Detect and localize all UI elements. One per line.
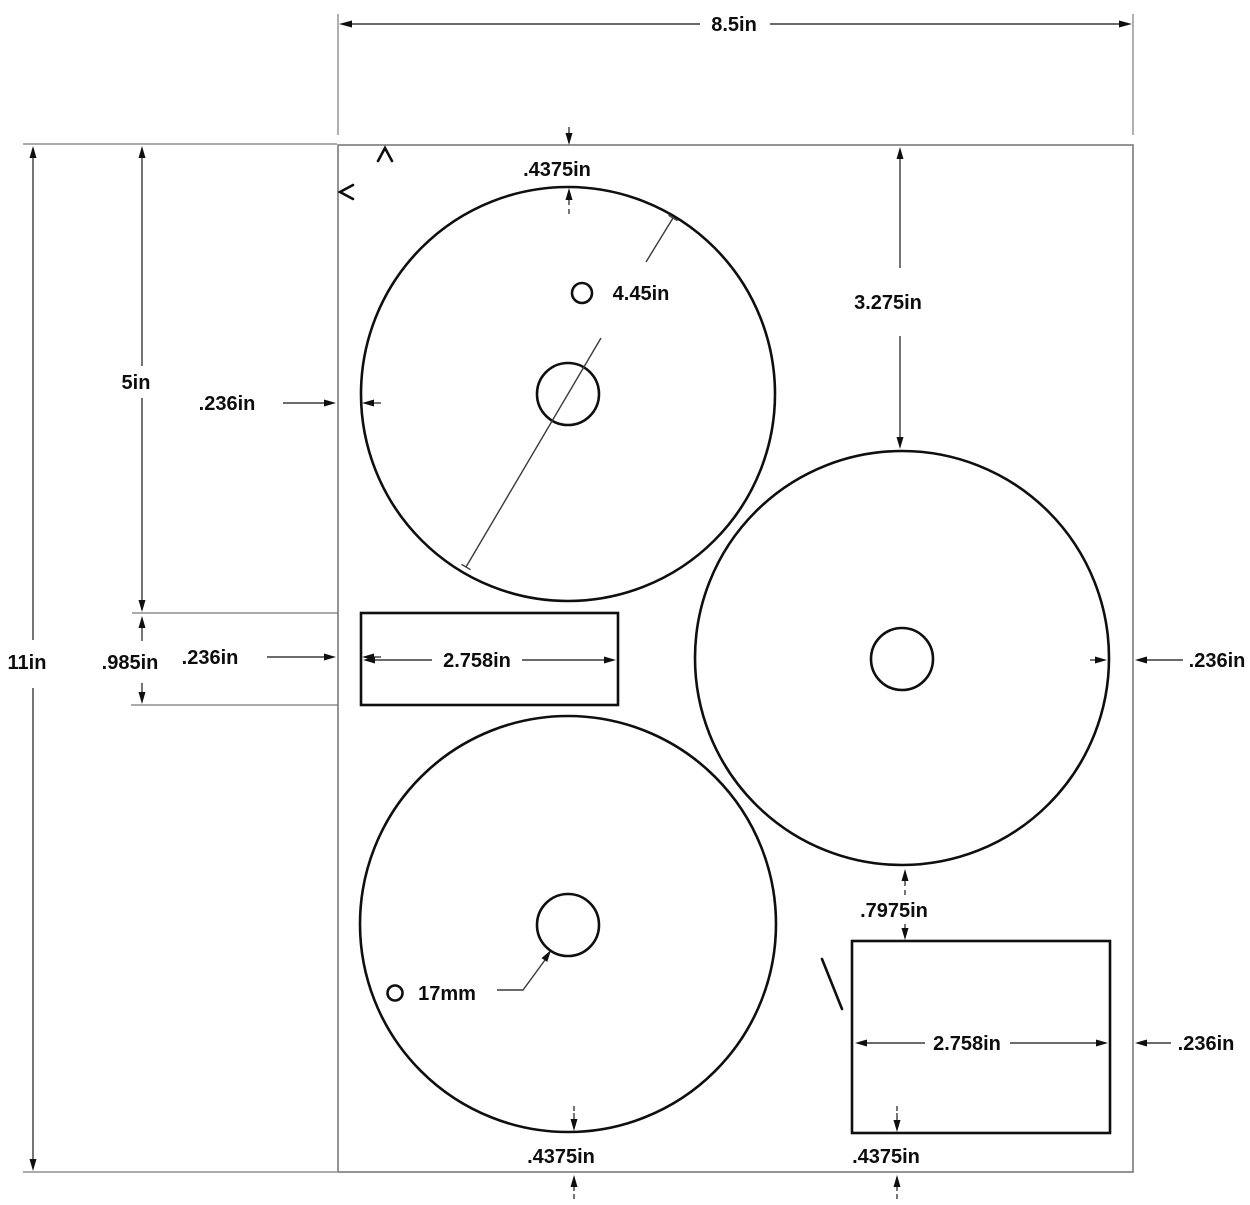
dim-label-strip-right-width: 2.758in bbox=[933, 1033, 1001, 1055]
arrowhead-down-icon bbox=[896, 437, 904, 449]
arrowhead-left-icon bbox=[1135, 656, 1147, 664]
arrowhead-up-icon bbox=[138, 616, 146, 628]
arrowhead-up-icon bbox=[570, 1175, 578, 1187]
diameter-line bbox=[645, 217, 674, 263]
arrowhead-up-icon bbox=[901, 869, 909, 881]
dim-label-margin-right-mid: .236in bbox=[1189, 650, 1246, 672]
arrowhead-left-icon bbox=[855, 1039, 867, 1047]
arrowhead-up-icon bbox=[29, 146, 37, 158]
diameter-end-tick bbox=[461, 563, 471, 571]
arrowhead-up-icon bbox=[893, 1175, 901, 1187]
arrowhead-down-icon bbox=[901, 928, 909, 940]
arrowhead-right-icon bbox=[324, 399, 336, 407]
arrowhead-right-icon bbox=[324, 653, 336, 661]
strip-left bbox=[359, 611, 620, 707]
dim-label-margin-right-bottom: .236in bbox=[1178, 1033, 1235, 1055]
arrowhead-left-icon bbox=[1135, 1039, 1147, 1047]
disc-right bbox=[693, 449, 1111, 867]
dim-label-offset-top: .4375in bbox=[523, 159, 591, 181]
dim-label-strip-height: .985in bbox=[102, 652, 159, 674]
arrowhead-right-icon bbox=[604, 656, 616, 664]
datum-arrow-left-icon bbox=[337, 183, 355, 201]
arrowhead-down-icon bbox=[138, 600, 146, 612]
disc-top-left bbox=[359, 185, 777, 603]
disc-bottom-left-hub-hole bbox=[535, 892, 601, 958]
dim-label-offset-bottom-right: .4375in bbox=[852, 1146, 920, 1168]
arrowhead-right-icon bbox=[1095, 656, 1107, 664]
dim-label-margin-left-top: .236in bbox=[199, 393, 256, 415]
arrowhead-leader-icon bbox=[541, 950, 551, 962]
arrowhead-left-icon bbox=[362, 399, 374, 407]
leader-stroke bbox=[820, 957, 844, 1011]
sheet-outline bbox=[337, 144, 1134, 1173]
diameter-symbol-icon bbox=[570, 281, 594, 305]
hub-leader-line bbox=[497, 959, 546, 991]
arrowhead-down-icon bbox=[565, 133, 573, 145]
dim-label-disc-rect-gap: .7975in bbox=[860, 900, 928, 922]
arrowhead-up-icon bbox=[896, 147, 904, 159]
arrowhead-up-icon bbox=[138, 146, 146, 158]
arrowhead-right-icon bbox=[1096, 1039, 1108, 1047]
disc-bottom-left bbox=[358, 714, 778, 1134]
dim-label-disc3-offset: 3.275in bbox=[854, 292, 922, 314]
dim-label-col-height: 5in bbox=[122, 372, 151, 394]
dim-label-strip-left-width: 2.758in bbox=[443, 650, 511, 672]
diameter-symbol-icon bbox=[386, 984, 404, 1002]
diameter-line bbox=[465, 337, 602, 568]
arrowhead-left-icon bbox=[363, 656, 375, 664]
arrowhead-down-icon bbox=[138, 692, 146, 704]
disc-right-hub-hole bbox=[869, 626, 935, 692]
dim-label-offset-bottom-left: .4375in bbox=[527, 1146, 595, 1168]
dim-label-sheet-width: 8.5in bbox=[711, 14, 757, 36]
arrowhead-right-icon bbox=[1119, 20, 1132, 28]
dim-label-disc-diameter: 4.45in bbox=[613, 283, 670, 305]
dim-label-margin-left-mid: .236in bbox=[182, 647, 239, 669]
arrowhead-down-icon bbox=[570, 1119, 578, 1131]
disc-top-left-hub-hole bbox=[535, 361, 601, 427]
arrowhead-down-icon bbox=[893, 1120, 901, 1132]
diameter-end-tick bbox=[668, 214, 678, 222]
arrowhead-left-icon bbox=[339, 20, 352, 28]
dim-label-sheet-height: 11in bbox=[8, 652, 47, 674]
datum-arrow-up-icon bbox=[376, 145, 394, 163]
dim-label-hub-diameter: 17mm bbox=[418, 983, 476, 1005]
arrowhead-up-icon bbox=[565, 188, 573, 200]
strip-right bbox=[850, 939, 1112, 1135]
arrowhead-down-icon bbox=[29, 1159, 37, 1171]
